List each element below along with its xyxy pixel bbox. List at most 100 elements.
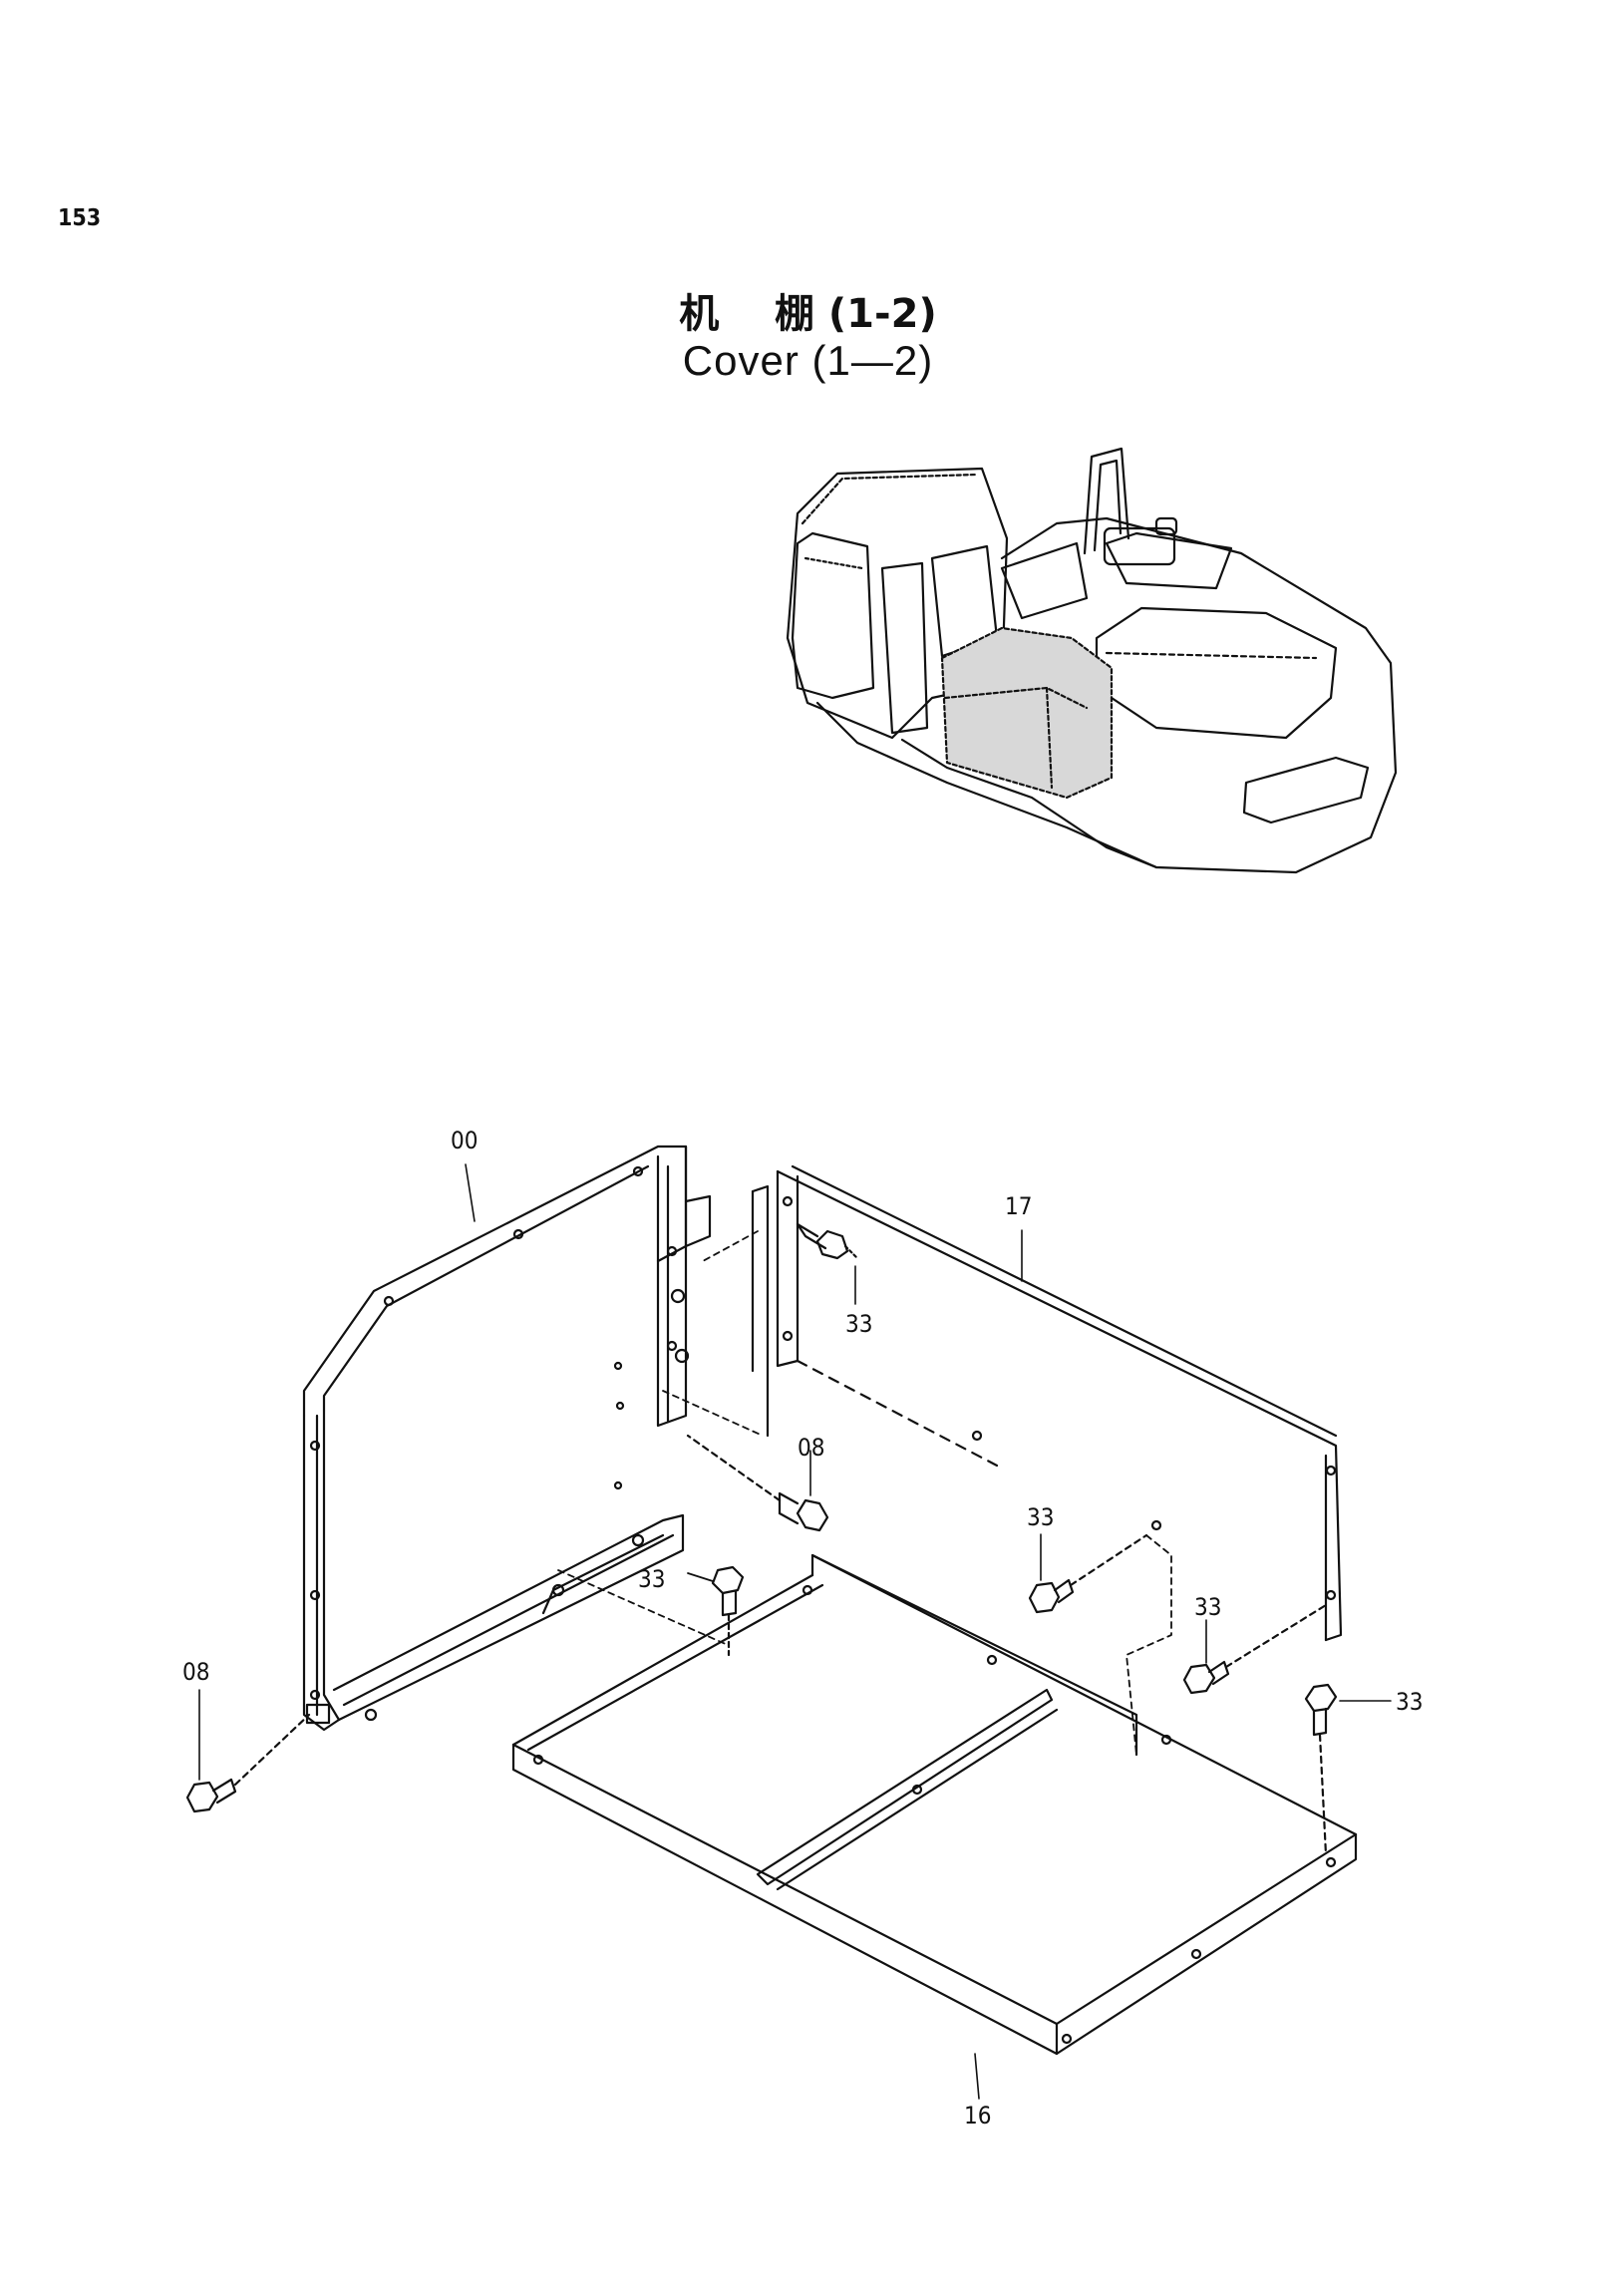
leader-line [974,2053,980,2100]
callout-33-d: 33 [1194,1593,1221,1621]
tray-hole [986,1654,998,1666]
tray-rib-2 [776,1708,1059,1891]
machine-body [900,516,1398,874]
bolt-33-a [796,1222,859,1260]
frame-hole [309,1589,321,1601]
callouts: 00 17 33 08 33 33 33 33 08 16 [182,1127,1423,2130]
frame-bolt [551,1583,565,1597]
part-00-side-frame [302,1145,712,1732]
tray-back-edge [511,1573,814,1747]
panel-hole [782,1195,794,1207]
highlight-inner-line-2 [1045,686,1054,790]
bolt-33-c [1028,1533,1148,1614]
panel-hole [1150,1519,1162,1531]
panel-hole [971,1430,983,1442]
panel-bottom-edge [796,1359,999,1468]
part-16-base-tray [511,1553,1358,2056]
frame-bolt [364,1708,378,1722]
rear-vent [1242,756,1370,824]
guide-line [1125,1534,1172,1756]
guide-line [662,1390,764,1437]
frame-hole [632,1165,644,1177]
title-chinese: 机 棚 (1-2) [679,291,937,337]
cab-front-window-inner [803,556,864,570]
side-plate [1000,541,1089,620]
page-number: 153 [58,205,102,231]
bolts [185,1222,1338,1856]
fuel-tank [1105,531,1233,590]
part-17-rear-panel [751,1164,1343,1642]
panel-hole [782,1330,794,1342]
highlighted-cover-area [940,626,1114,800]
bolt-08-b [185,1713,311,1813]
tray-hole [1190,1948,1202,1960]
body-lower-edge [815,701,1158,869]
frame-bottom-rail [332,1513,685,1722]
callout-08-b: 08 [182,1658,209,1686]
excavator-overview [786,447,1398,874]
panel-outline [776,1169,1343,1642]
frame-bolt [631,1533,645,1547]
tray-hole [1160,1734,1172,1746]
callout-17: 17 [1005,1192,1032,1220]
tray-hole [1325,1856,1337,1868]
frame-right-post [656,1145,688,1428]
frame-hole [613,1480,623,1490]
callout-08-a: 08 [798,1434,824,1462]
guide-lines [557,1230,1172,1756]
title-english: Cover (1—2) [682,337,934,384]
frame-hole [666,1340,678,1352]
handrail-inner [1093,459,1123,552]
tray-inner-line [526,1583,824,1752]
callout-33-e: 33 [1396,1688,1423,1716]
guide-line [557,1569,729,1646]
frame-hole [309,1689,321,1701]
panel-hole [1325,1589,1337,1601]
callout-00: 00 [451,1127,478,1154]
tray-outline [511,1553,1358,2056]
frame-hole [613,1361,623,1371]
panel-left-flange [776,1169,800,1368]
tray-rib-1 [756,1688,1054,1886]
hood-top-line [1105,651,1318,660]
leader-lines [198,1163,1392,2100]
frame-outer [302,1145,688,1418]
frame-hole [666,1245,678,1257]
panel-gasket [751,1184,770,1438]
tray-front-edge [511,1743,1358,2026]
cab-roof [801,473,979,525]
frame-left-post [302,1409,341,1732]
frame-inner [322,1164,650,1413]
cab-door [880,561,929,735]
frame-hole [309,1440,321,1452]
fuel-cap [1154,516,1178,536]
bolt-33-b [687,1565,745,1657]
frame-bolt [670,1288,686,1304]
frame-tab-top [684,1194,712,1248]
bolt-33-e [1304,1683,1338,1856]
bolt-08-a [686,1434,829,1532]
frame-bolt [674,1348,690,1364]
frame-hole [615,1401,625,1411]
frame-bottom-rail-edge [342,1533,675,1707]
tray-hole [802,1584,813,1596]
frame-foot [305,1703,331,1725]
callout-16: 16 [964,2102,991,2130]
cab-front-window [791,531,875,700]
guide-line [702,1230,759,1262]
frame-hole [512,1228,524,1240]
tray-hole [532,1754,544,1766]
tray-hole [1061,2033,1073,2045]
bolt-33-d [1182,1603,1328,1695]
panel-top-edge [791,1164,1338,1438]
panel-hole [1325,1465,1337,1476]
frame-hole [383,1295,395,1307]
fuel-cap-box [1103,526,1176,566]
leader-line [465,1163,476,1222]
callout-33-a: 33 [845,1310,872,1338]
handrail [1083,447,1130,555]
engine-hood [1095,606,1338,740]
tray-back-flange [810,1553,1138,1757]
tray-hole [911,1784,923,1796]
